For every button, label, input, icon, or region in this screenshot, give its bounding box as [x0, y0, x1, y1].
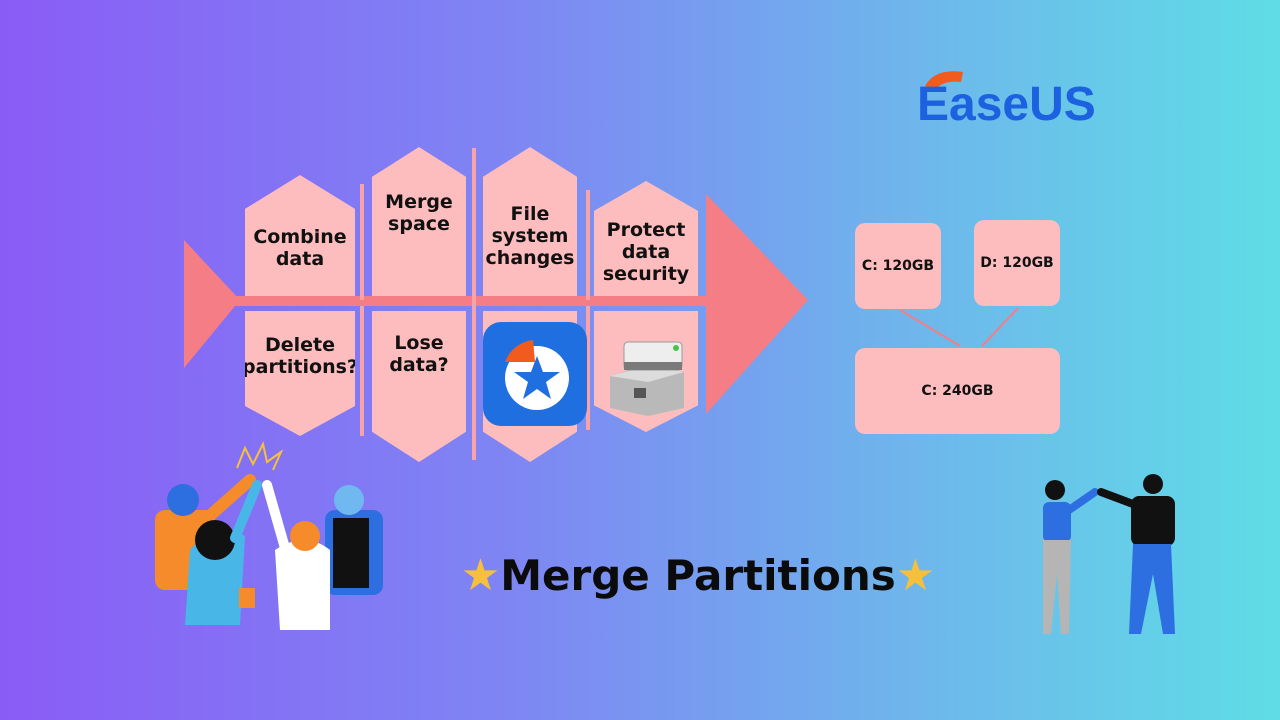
cause-delete-partitions: Delete partitions? — [245, 311, 355, 436]
cause-merge-space: Merge space — [372, 147, 466, 296]
star-icon: ★ — [460, 549, 501, 601]
partition-c-before: C: 120GB — [855, 223, 941, 309]
team-high-five-illustration — [155, 441, 383, 630]
partition-master-app-icon — [483, 322, 587, 426]
fish-head — [706, 194, 808, 414]
title-text: Merge Partitions — [500, 550, 896, 600]
cause-lose-data: Lose data? — [372, 311, 466, 462]
cause-file-system-changes: File system changes — [483, 147, 577, 296]
page-title: ★Merge Partitions★ — [448, 540, 948, 610]
logo-text: EaseUS — [917, 78, 1096, 128]
arrow-c-to-merged — [899, 309, 961, 347]
hard-disk-toolbox-icon — [610, 341, 684, 416]
logo-swoosh-icon — [925, 71, 963, 90]
easeus-logo: EaseUS — [917, 71, 1096, 128]
star-icon: ★ — [895, 549, 936, 601]
partition-c-after: C: 240GB — [855, 348, 1060, 434]
sparkle-icon — [236, 441, 284, 471]
fish-tail — [184, 240, 240, 368]
arrow-d-to-merged — [981, 307, 1019, 347]
partners-high-five-illustration — [1043, 474, 1175, 634]
partition-d-before: D: 120GB — [974, 220, 1060, 306]
fish-spine — [230, 296, 710, 306]
